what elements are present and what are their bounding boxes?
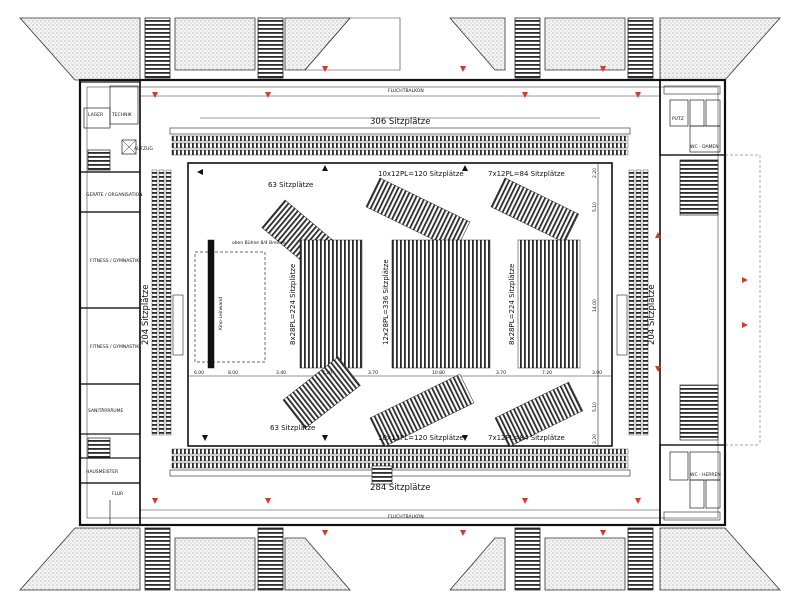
left-wing-rooms xyxy=(79,81,141,526)
dim-b-9: 3.00 xyxy=(592,370,602,376)
room-flur: FLUR xyxy=(112,491,123,497)
dim-r-1: 2.20 xyxy=(592,168,598,178)
bottom-capacity-label: 284 Sitzplätze xyxy=(370,483,430,493)
floor-arrows xyxy=(197,165,468,441)
block-bottom-right-label: 7x12PL=84 Sitzplätze xyxy=(488,434,565,442)
room-fitness-2: FITNESS / GYMNASTIK xyxy=(90,344,140,350)
room-fitness-1: FITNESS / GYMNASTIK xyxy=(90,258,140,264)
arrow-right-icon xyxy=(742,322,748,328)
dim-b-6: 10.80 xyxy=(432,370,445,376)
arrow-down-icon xyxy=(635,498,641,504)
dim-r-5: 2.20 xyxy=(592,434,598,444)
block-mid-right-label: 8x28PL=224 Sitzplätze xyxy=(508,264,516,345)
top-exterior-terraces xyxy=(19,17,781,81)
room-sanitaer: SANITÄRRÄUME xyxy=(88,407,124,414)
stage-note: oben Bühne 8/4 Breiten xyxy=(232,240,286,246)
dim-b-8: 7.20 xyxy=(542,370,552,376)
block-top-right-label: 7x12PL=84 Sitzplätze xyxy=(488,170,565,178)
dim-b-2: 8.00 xyxy=(228,370,238,376)
room-wc-herren: WC - HERREN xyxy=(690,472,721,478)
block-mid-left-label: 8x28PL=224 Sitzplätze xyxy=(289,264,297,345)
seat-block-bottom-right xyxy=(494,381,584,448)
seat-block-top-center xyxy=(365,177,471,251)
seat-block-bottom-center xyxy=(369,373,475,448)
block-top-center-label: 10x12PL=120 Sitzplätze xyxy=(378,170,464,178)
arrow-down-icon xyxy=(265,498,271,504)
dim-r-3: 14.00 xyxy=(592,299,598,312)
top-exterior-stairs xyxy=(144,17,654,79)
right-capacity-label: 204 Sitzplätze xyxy=(647,285,657,345)
arrow-down-icon xyxy=(522,92,528,98)
arrow-down-icon xyxy=(522,498,528,504)
block-bottom-center-label: 10x12PL=120 Sitzplätze xyxy=(378,434,464,442)
dim-b-7: 3.70 xyxy=(496,370,506,376)
dim-r-2: 5.10 xyxy=(592,202,598,212)
arrow-up-icon xyxy=(322,66,328,72)
right-grandstand xyxy=(616,169,649,436)
dim-b-4: 7.20 xyxy=(322,370,332,376)
escape-arrows xyxy=(152,66,748,536)
seat-block-mid-center xyxy=(391,239,491,369)
arrow-down-icon xyxy=(635,92,641,98)
dim-r-4: 5.10 xyxy=(592,402,598,412)
top-capacity-label: 306 Sitzplätze xyxy=(370,117,430,127)
dimension-chain-bottom: 6.00 8.00 3.40 7.20 3.70 10.80 3.70 7.20… xyxy=(194,370,602,376)
arrow-down-icon xyxy=(460,530,466,536)
dim-b-3: 3.40 xyxy=(276,370,286,376)
stage-area xyxy=(194,239,266,369)
arrow-down-icon xyxy=(152,498,158,504)
room-wc-damen: WC - DAMEN xyxy=(690,144,719,150)
aufzug-label: AUFZUG xyxy=(134,146,153,152)
arrow-down-icon xyxy=(152,92,158,98)
right-wing-rooms xyxy=(659,79,726,526)
arrow-down-icon xyxy=(655,366,661,372)
seat-block-mid-right xyxy=(517,239,581,369)
seat-block-bottom-left xyxy=(282,356,361,429)
dimension-chain-right: 2.20 5.10 14.00 5.10 2.20 xyxy=(592,168,598,444)
arrow-down-icon xyxy=(265,92,271,98)
arrow-up-icon xyxy=(600,66,606,72)
escape-balcony-top: FLUCHTBALKON xyxy=(388,88,424,94)
room-hausmeister: HAUSMEISTER xyxy=(86,469,118,475)
dim-b-1: 6.00 xyxy=(194,370,204,376)
block-bottom-left-label: 63 Sitzplätze xyxy=(270,424,315,432)
bottom-exterior-terraces xyxy=(19,527,781,591)
escape-balcony-bottom: FLUCHTBALKON xyxy=(388,514,424,520)
block-mid-center-label: 12x28PL=336 Sitzplätze xyxy=(382,259,390,345)
room-putz: PUTZ xyxy=(672,116,684,122)
top-grandstand xyxy=(169,117,631,156)
room-gerate: GERÄTE / ORGANISATION xyxy=(86,191,143,198)
block-top-left-label: 63 Sitzplätze xyxy=(268,181,313,189)
room-lager: LAGER xyxy=(88,112,103,118)
left-grandstand xyxy=(151,169,184,436)
seat-block-top-right xyxy=(490,177,580,244)
arrow-up-icon xyxy=(460,66,466,72)
seat-block-mid-left xyxy=(299,239,363,369)
left-capacity-label: 204 Sitzplätze xyxy=(141,285,151,345)
dim-b-5: 3.70 xyxy=(368,370,378,376)
arrow-down-icon xyxy=(600,530,606,536)
bottom-exterior-stairs xyxy=(144,527,654,591)
stage-title: Kino-Leinwand xyxy=(218,297,224,330)
arrow-up-icon xyxy=(655,232,661,238)
arrow-down-icon xyxy=(322,530,328,536)
bottom-grandstand xyxy=(169,448,631,485)
arrow-right-icon xyxy=(742,277,748,283)
room-technik: TECHNIK xyxy=(111,112,133,118)
